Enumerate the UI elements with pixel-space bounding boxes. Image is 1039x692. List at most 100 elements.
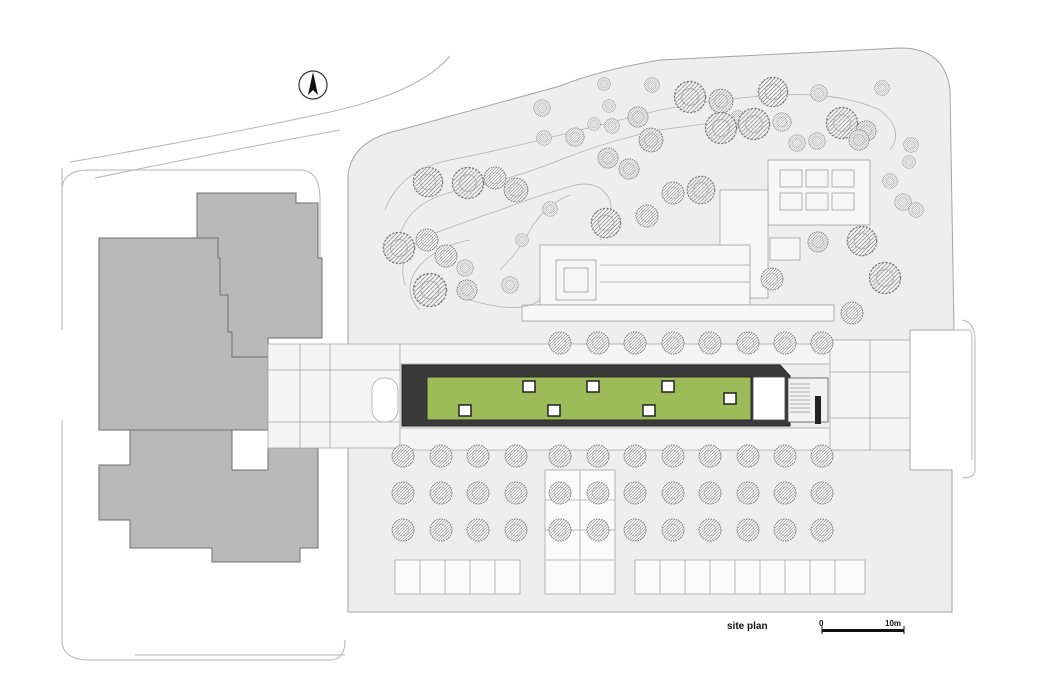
tree-icon bbox=[810, 481, 834, 505]
tree-icon bbox=[412, 272, 448, 308]
tree-icon bbox=[661, 444, 685, 468]
tree-icon bbox=[451, 166, 485, 200]
drawing-title: site plan bbox=[727, 621, 768, 632]
tree-icon bbox=[391, 481, 415, 505]
tree-icon bbox=[586, 518, 610, 542]
tree-icon bbox=[466, 444, 490, 468]
tree-icon bbox=[434, 244, 458, 268]
tree-icon bbox=[548, 481, 572, 505]
tree-icon bbox=[788, 134, 806, 152]
tree-icon bbox=[661, 181, 685, 205]
tree-icon bbox=[466, 518, 490, 542]
tree-icon bbox=[412, 166, 444, 198]
tree-icon bbox=[597, 77, 611, 91]
tree-icon bbox=[429, 518, 453, 542]
tree-icon bbox=[868, 261, 902, 295]
garden-terraces bbox=[521, 159, 871, 322]
tree-icon bbox=[536, 130, 552, 146]
tree-icon bbox=[501, 276, 519, 294]
tree-icon bbox=[466, 481, 490, 505]
tree-icon bbox=[736, 518, 760, 542]
skylight bbox=[642, 404, 656, 417]
tree-icon bbox=[548, 518, 572, 542]
tree-icon bbox=[736, 444, 760, 468]
tree-icon bbox=[840, 301, 864, 325]
tree-icon bbox=[757, 76, 789, 108]
tree-icon bbox=[623, 444, 647, 468]
tree-icon bbox=[810, 84, 828, 102]
tree-icon bbox=[503, 177, 529, 203]
skylight bbox=[547, 404, 561, 417]
tree-icon bbox=[737, 107, 771, 141]
tree-icon bbox=[908, 202, 924, 218]
skylight bbox=[458, 404, 472, 417]
tree-icon bbox=[903, 137, 919, 153]
tree-icon bbox=[623, 518, 647, 542]
tree-icon bbox=[483, 166, 507, 190]
tree-icon bbox=[760, 267, 784, 291]
tree-icon bbox=[391, 518, 415, 542]
tree-icon bbox=[773, 481, 797, 505]
skylight bbox=[723, 392, 737, 405]
tree-icon bbox=[627, 106, 649, 128]
tree-icon bbox=[586, 444, 610, 468]
tree-icon bbox=[618, 158, 640, 180]
street-lines bbox=[61, 55, 976, 661]
scale-end-label: 10m bbox=[885, 619, 902, 628]
tree-icon bbox=[604, 118, 620, 134]
tree-icon bbox=[504, 444, 528, 468]
skylight bbox=[661, 380, 675, 393]
tree-icon bbox=[661, 331, 685, 355]
tree-icon bbox=[807, 231, 829, 253]
tree-icon bbox=[772, 112, 792, 132]
tree-icon bbox=[810, 331, 834, 355]
tree-icon bbox=[429, 481, 453, 505]
tree-icon bbox=[902, 155, 916, 169]
tree-icon bbox=[698, 444, 722, 468]
parking-stalls bbox=[394, 469, 866, 595]
tree-icon bbox=[874, 80, 890, 96]
tree-icon bbox=[810, 518, 834, 542]
north-arrow-icon bbox=[298, 70, 328, 100]
tree-icon bbox=[686, 175, 716, 205]
tree-icon bbox=[638, 127, 664, 153]
tree-icon bbox=[565, 127, 585, 147]
tree-icon bbox=[773, 331, 797, 355]
tree-icon bbox=[698, 481, 722, 505]
tree-icon bbox=[587, 117, 601, 131]
tree-icon bbox=[736, 331, 760, 355]
tree-icon bbox=[542, 201, 558, 217]
tree-icon bbox=[504, 518, 528, 542]
tree-icon bbox=[708, 88, 734, 114]
tree-icon bbox=[548, 331, 572, 355]
tree-icon bbox=[661, 518, 685, 542]
plaza-paving bbox=[267, 339, 911, 451]
tree-icon bbox=[429, 444, 453, 468]
tree-icon bbox=[586, 331, 610, 355]
tree-icon bbox=[602, 99, 616, 113]
tree-icon bbox=[846, 225, 878, 257]
scale-start-label: 0 bbox=[819, 619, 824, 628]
tree-icon bbox=[736, 481, 760, 505]
scale-bar bbox=[821, 626, 905, 634]
tree-icon bbox=[882, 173, 898, 189]
existing-building bbox=[98, 192, 323, 563]
tree-icon bbox=[623, 331, 647, 355]
tree-icon bbox=[382, 231, 416, 265]
pavilion bbox=[401, 364, 829, 427]
tree-icon bbox=[673, 80, 707, 114]
tree-icon bbox=[661, 481, 685, 505]
tree-icon bbox=[773, 444, 797, 468]
tree-icon bbox=[504, 481, 528, 505]
tree-icon bbox=[623, 481, 647, 505]
tree-icon bbox=[644, 77, 660, 93]
tree-icon bbox=[590, 207, 622, 239]
tree-icon bbox=[848, 129, 870, 151]
tree-icon bbox=[698, 331, 722, 355]
skylight bbox=[586, 380, 600, 393]
tree-icon bbox=[698, 518, 722, 542]
tree-icon bbox=[773, 518, 797, 542]
tree-icon bbox=[415, 228, 439, 252]
tree-icon bbox=[586, 481, 610, 505]
